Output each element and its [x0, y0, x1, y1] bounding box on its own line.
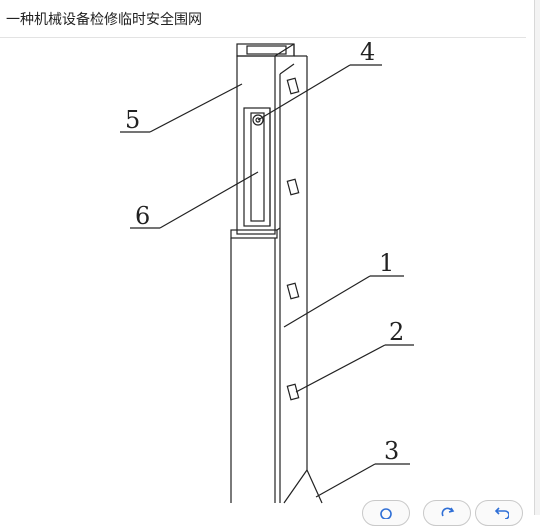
- title-bar: 一种机械设备检修临时安全围网: [0, 0, 526, 38]
- callout-5: 5: [125, 106, 140, 134]
- image-toolbar: [360, 500, 530, 526]
- upper-post-front: [236, 55, 276, 235]
- leader-3: [315, 463, 376, 498]
- bolt: [252, 114, 264, 126]
- upper-post-top-inner: [246, 45, 287, 55]
- leader-4: [257, 64, 351, 121]
- slot-window: [243, 107, 271, 227]
- lower-post-collar: [230, 229, 278, 239]
- callout-6: 6: [135, 202, 150, 230]
- base-bracket: [283, 469, 308, 504]
- scrollbar[interactable]: [534, 0, 540, 515]
- zoom-button[interactable]: [362, 500, 410, 526]
- leader-6: [159, 171, 259, 229]
- refresh-icon: [441, 507, 455, 517]
- callout-3: 3: [384, 437, 399, 465]
- undo-button[interactable]: [475, 500, 523, 526]
- slot-inner: [250, 112, 265, 222]
- page-title: 一种机械设备检修临时安全围网: [6, 12, 202, 28]
- leader-1: [283, 275, 371, 328]
- leader-5: [149, 83, 243, 133]
- callout-1: 1: [379, 249, 394, 277]
- callout-2: 2: [389, 318, 404, 346]
- callout-4: 4: [360, 38, 375, 66]
- leader-2: [295, 344, 386, 393]
- refresh-button[interactable]: [423, 500, 471, 526]
- undo-icon: [494, 507, 509, 519]
- patent-drawing: 4 5 6 1 2 3: [120, 38, 414, 504]
- zoom-icon: [380, 508, 392, 519]
